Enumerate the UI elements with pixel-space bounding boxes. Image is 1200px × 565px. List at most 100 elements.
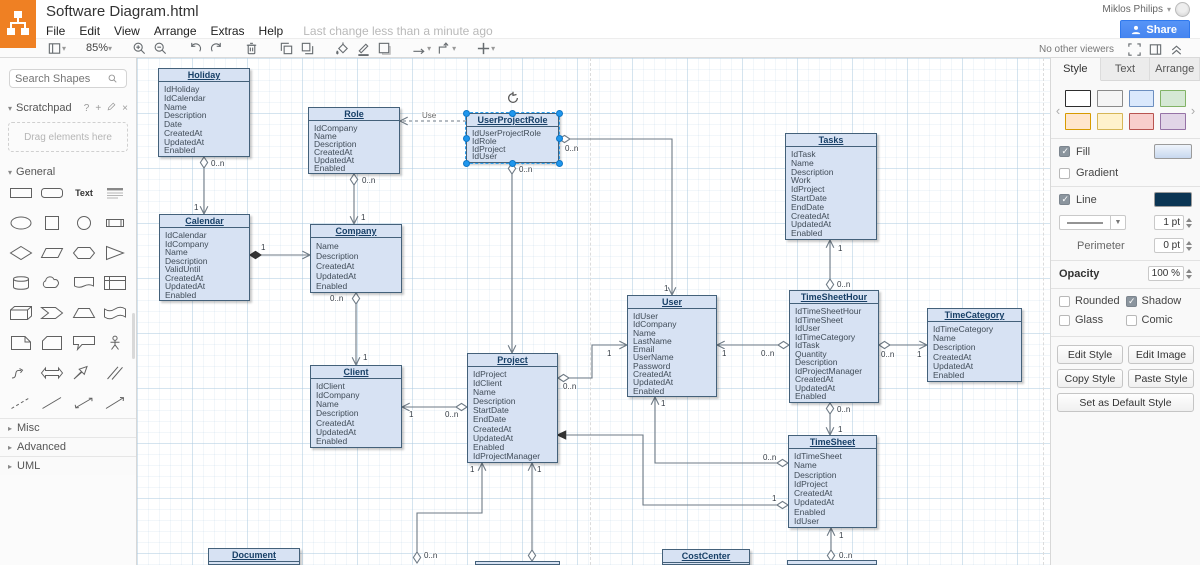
waypoints-button[interactable]: ▾ [434,39,459,57]
toggle-glass[interactable]: Glass [1059,314,1126,326]
shape-tape[interactable] [100,304,132,322]
stepper-down-icon[interactable] [1186,223,1192,228]
selection-handle[interactable] [462,159,470,167]
style-swatch-6[interactable] [1128,113,1155,130]
edge[interactable] [412,461,487,564]
section-uml[interactable]: ▸UML [0,456,136,475]
shape-internal-storage[interactable] [100,274,132,292]
entity-partial[interactable] [787,560,877,565]
shape-link[interactable] [100,364,132,382]
menu-file[interactable]: File [46,24,66,38]
shape-bidirectional-arrow[interactable] [37,364,69,382]
style-swatch-1[interactable] [1096,90,1123,107]
shape-directional-connector[interactable] [100,394,132,412]
diagram-edges[interactable]: 0..n10..n1Use0..n10..n10..n10..n10..n10.… [137,58,1050,565]
edge[interactable] [557,340,629,383]
shape-square[interactable] [37,214,69,232]
scratchpad-help-icon[interactable]: ? [83,102,90,114]
toggle-shadow[interactable]: Shadow [1125,295,1193,307]
glass-checkbox[interactable] [1059,314,1070,326]
tab-text[interactable]: Text [1101,58,1151,80]
delete-button[interactable] [241,39,262,57]
selection-handle[interactable] [462,109,470,117]
entity-costcenter[interactable]: CostCenter [662,549,750,565]
shape-note[interactable] [5,334,37,352]
scratchpad-close-icon[interactable]: × [122,102,128,114]
scratchpad-add-icon[interactable]: + [95,102,102,114]
stepper-down-icon[interactable] [1186,246,1192,251]
entity-document[interactable]: Document [208,548,300,565]
stepper-up-icon[interactable] [1186,268,1192,273]
zoom-in-button[interactable] [129,39,150,57]
toggle-comic[interactable]: Comic [1125,314,1193,326]
shape-cylinder[interactable] [5,274,37,292]
shape-trapezoid[interactable] [68,304,100,322]
edit-style-button[interactable]: Edit Style [1057,345,1123,364]
shadow-button[interactable] [374,39,395,57]
menu-arrange[interactable]: Arrange [153,24,197,38]
stepper-down-icon[interactable] [1186,274,1192,279]
gradient-checkbox[interactable] [1059,167,1070,179]
rotate-handle[interactable] [506,91,520,110]
swatch-next-button[interactable]: › [1190,102,1196,118]
menu-help[interactable]: Help [258,24,284,38]
shape-ellipse[interactable] [5,214,37,232]
format-panel-icon[interactable] [1145,40,1166,58]
general-section-header[interactable]: ▾ General [0,162,136,182]
edit-image-button[interactable]: Edit Image [1128,345,1194,364]
shape-parallelogram[interactable] [37,244,69,262]
stepper-up-icon[interactable] [1186,240,1192,245]
opacity-stepper[interactable]: 100 % [1147,266,1192,281]
line-color-button[interactable] [1154,192,1192,207]
fill-color-button[interactable] [1154,144,1192,159]
collapse-icon[interactable] [1166,40,1187,58]
perimeter-value[interactable]: 0 pt [1154,238,1184,253]
avatar[interactable] [1175,2,1190,17]
scratchpad-header[interactable]: ▾ Scratchpad ? + × [0,98,136,118]
tab-style[interactable]: Style [1051,58,1101,81]
selection-handle[interactable] [555,109,563,117]
section-misc[interactable]: ▸Misc [0,418,136,437]
shape-cube[interactable] [5,304,37,322]
selection-handle[interactable] [555,159,563,167]
shape-curve[interactable] [5,364,37,382]
style-swatch-4[interactable] [1065,113,1091,130]
scratchpad-edit-icon[interactable] [107,102,116,114]
shape-process[interactable] [100,214,132,232]
style-swatch-0[interactable] [1065,90,1091,107]
menu-edit[interactable]: Edit [79,24,101,38]
shape-search[interactable] [9,69,127,88]
scratchpad-dropzone[interactable]: Drag elements here [8,122,128,152]
shape-dashed-line[interactable] [5,394,37,412]
line-width-stepper[interactable]: 1 pt [1154,215,1192,230]
edge[interactable] [650,395,789,468]
page-view-button[interactable]: ▾ [44,39,69,57]
fill-color-button[interactable] [332,39,353,57]
user-menu[interactable]: Miklos Philips [1102,4,1163,15]
tab-arrange[interactable]: Arrange [1150,58,1200,80]
search-input[interactable] [15,72,107,85]
swatch-prev-button[interactable]: ‹ [1055,102,1061,118]
line-checkbox[interactable] [1059,194,1070,205]
shape-step[interactable] [37,304,69,322]
style-swatch-7[interactable] [1160,113,1186,130]
shape-line[interactable] [37,394,69,412]
shape-cloud[interactable] [37,274,69,292]
shape-rectangle[interactable] [5,184,37,202]
style-swatch-5[interactable] [1096,113,1123,130]
rounded-checkbox[interactable] [1059,295,1070,307]
redo-button[interactable] [206,39,227,57]
menu-extras[interactable]: Extras [210,24,245,38]
shape-triangle[interactable] [100,244,132,262]
line-style-select[interactable]: ▼ [1059,215,1126,230]
